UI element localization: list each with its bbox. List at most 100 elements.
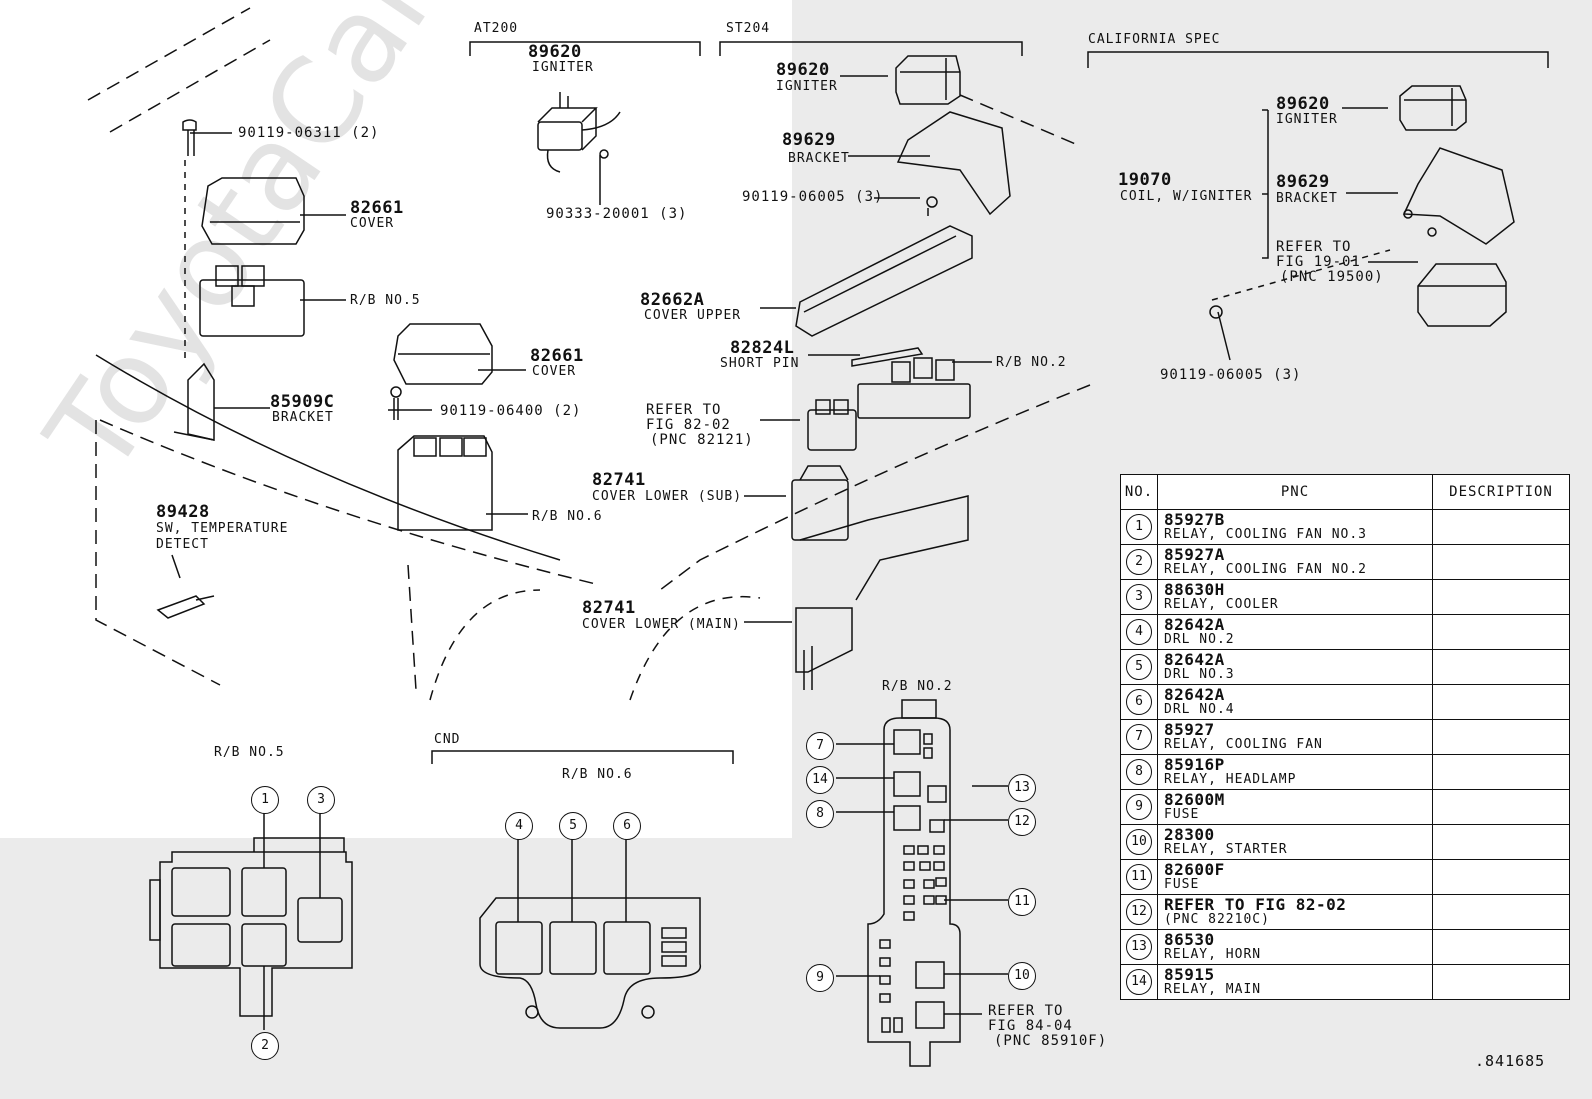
body-dashed-line <box>99 419 601 586</box>
bolt-mid: 90119-06400 (2) <box>440 403 582 419</box>
header-no: NO. <box>1120 474 1158 510</box>
pnc-number: 85927 <box>1164 720 1215 739</box>
rb6-label: R/B NO.6 <box>532 509 603 524</box>
pnc-number: REFER TO FIG 82-02 <box>1164 895 1347 914</box>
table-row: 12 REFER TO FIG 82-02(PNC 82210C) <box>1120 894 1570 930</box>
part-name-igniter-ca: IGNITER <box>1276 112 1338 127</box>
body-dashed-line <box>95 420 221 686</box>
callout-11: 11 <box>1008 888 1036 916</box>
description-cell <box>1432 719 1570 755</box>
pnc-number: 28300 <box>1164 825 1215 844</box>
part-number-cover-lower-sub: 82741 <box>592 470 646 490</box>
pnc-number: 82642A <box>1164 615 1225 634</box>
row-number-cell: 12 <box>1120 894 1158 930</box>
description-cell <box>1432 544 1570 580</box>
part-name-bracket-ca: BRACKET <box>1276 191 1338 206</box>
callout-5: 5 <box>559 812 587 840</box>
part-number-short-pin: 82824L <box>730 338 795 358</box>
at200-bracket <box>469 41 701 56</box>
group-california: CALIFORNIA SPEC <box>1088 32 1221 47</box>
pnc-description: DRL NO.4 <box>1164 702 1235 717</box>
leader-lines <box>171 75 1418 623</box>
bolt-top: 90119-06311 (2) <box>238 125 380 141</box>
pnc-number: 82642A <box>1164 685 1225 704</box>
row-number-cell: 7 <box>1120 719 1158 755</box>
body-dashed-line <box>659 384 1091 591</box>
row-number: 6 <box>1126 689 1152 715</box>
rb2-label: R/B NO.2 <box>996 355 1067 370</box>
refer-19-01-line2: FIG 19-01 <box>1276 254 1361 270</box>
pnc-number: 85927B <box>1164 510 1225 529</box>
refer-82-02-line2: FIG 82-02 <box>646 417 731 433</box>
pnc-description: RELAY, MAIN <box>1164 982 1262 997</box>
rb6-box-title: R/B NO.6 <box>562 767 633 782</box>
row-number: 4 <box>1126 619 1152 645</box>
pnc-description: (PNC 82210C) <box>1164 912 1270 927</box>
callout-10: 10 <box>1008 962 1036 990</box>
bolt-ca: 90119-06005 (3) <box>1160 367 1302 383</box>
part-name-short-pin: SHORT PIN <box>720 356 800 371</box>
description-cell <box>1432 824 1570 860</box>
description-cell <box>1432 614 1570 650</box>
pnc-description: RELAY, HORN <box>1164 947 1262 962</box>
part-name-igniter-st204: IGNITER <box>776 79 838 94</box>
pnc-number: 88630H <box>1164 580 1225 599</box>
part-number-igniter-at200: 89620 <box>528 42 582 62</box>
pnc-description: RELAY, COOLING FAN NO.3 <box>1164 527 1368 542</box>
description-cell <box>1432 929 1570 965</box>
part-name-cover-lower-sub: COVER LOWER (SUB) <box>592 489 743 504</box>
part-number-sw-temp: 89428 <box>156 502 210 522</box>
igniter-at200-drawing <box>537 92 621 173</box>
part-name-coil: COIL, W/IGNITER <box>1120 189 1253 204</box>
body-dashed-line <box>629 596 761 701</box>
refer-82-02-line1: REFER TO <box>646 402 722 418</box>
pnc-number: 85915 <box>1164 965 1215 984</box>
relay-block-2-drawing <box>791 225 973 690</box>
row-number: 8 <box>1126 759 1152 785</box>
bolt-st204: 90119-06005 (3) <box>742 189 884 205</box>
pnc-number: 82642A <box>1164 650 1225 669</box>
part-name-bracket-85909: BRACKET <box>272 410 334 425</box>
callout-12: 12 <box>1008 808 1036 836</box>
rb5-label: R/B NO.5 <box>350 293 421 308</box>
pnc-description: RELAY, HEADLAMP <box>1164 772 1297 787</box>
part-number-igniter-ca: 89620 <box>1276 94 1330 114</box>
refer-84-04-line3: (PNC 85910F) <box>994 1033 1108 1049</box>
description-cell <box>1432 964 1570 1000</box>
row-number: 10 <box>1126 829 1152 855</box>
rb2-box-title: R/B NO.2 <box>882 679 953 694</box>
st204-bracket <box>719 41 1023 56</box>
pnc-description: RELAY, COOLER <box>1164 597 1279 612</box>
relay-block-5-diagram <box>149 806 353 1030</box>
part-number-cover-upper: 82662A <box>640 290 705 310</box>
callout-14: 14 <box>806 766 834 794</box>
part-name-cover-2: COVER <box>532 364 577 379</box>
body-dashed-line <box>87 7 251 101</box>
pnc-description: RELAY, COOLING FAN <box>1164 737 1323 752</box>
description-cell <box>1432 789 1570 825</box>
row-number-cell: 1 <box>1120 509 1158 545</box>
row-number-cell: 8 <box>1120 754 1158 790</box>
row-number: 7 <box>1126 724 1152 750</box>
pnc-number: 85916P <box>1164 755 1225 774</box>
header-pnc: PNC <box>1157 474 1433 510</box>
callout-8: 8 <box>806 800 834 828</box>
pnc-number: 86530 <box>1164 930 1215 949</box>
diagram-background <box>0 0 792 838</box>
row-number-cell: 2 <box>1120 544 1158 580</box>
group-st204: ST204 <box>726 21 771 36</box>
pnc-number: 82600M <box>1164 790 1225 809</box>
